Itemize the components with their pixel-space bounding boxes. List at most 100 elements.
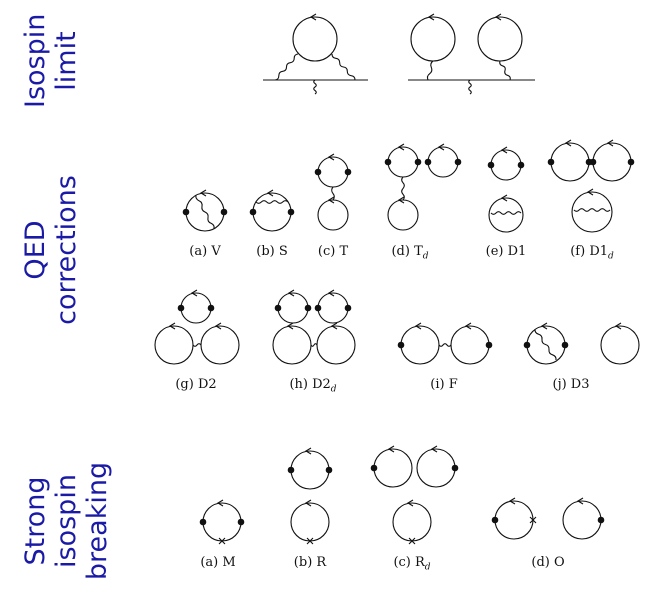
quark-loop	[494, 500, 534, 540]
caption-qed-b: (b) S	[256, 244, 288, 259]
vertex-dot	[561, 341, 569, 349]
caption-text: (c) R	[393, 555, 425, 570]
arrow-icon	[606, 139, 614, 147]
arrow-icon	[406, 499, 414, 507]
section-title-qed-corrections: QED corrections	[20, 150, 82, 350]
vertex-dot	[177, 304, 185, 312]
vertex-dot	[199, 518, 207, 526]
quark-loop	[180, 292, 212, 324]
quark-loop	[252, 192, 292, 232]
arrow-icon	[309, 13, 317, 21]
section-title-line: breaking	[82, 461, 113, 581]
vertex-dot	[523, 341, 531, 349]
arrow-icon	[576, 497, 584, 505]
quark-loop	[317, 199, 349, 231]
caption-strong-c: (c) Rd	[393, 555, 430, 573]
arrow-icon	[464, 322, 472, 330]
section-title-line: QED	[20, 220, 51, 280]
mass-insertion-cross	[218, 537, 226, 545]
vertex-dot	[597, 516, 605, 524]
arrow-icon	[397, 196, 405, 204]
caption-text: (g) D2	[175, 377, 217, 392]
quark-loop	[490, 149, 522, 181]
quark-loop	[290, 502, 330, 542]
caption-qed-h: (h) D2d	[289, 377, 336, 395]
photon-line	[195, 194, 215, 230]
quark-loop	[154, 325, 194, 365]
quark-loop	[392, 502, 432, 542]
photon-line	[438, 343, 452, 347]
caption-qed-i: (i) F	[430, 377, 457, 392]
arrow-icon	[540, 322, 548, 330]
arrow-icon	[327, 196, 335, 204]
caption-text: (b) S	[256, 244, 288, 259]
arrow-icon	[287, 289, 295, 297]
quark-loop	[277, 292, 309, 324]
arrow-icon	[494, 13, 502, 21]
quark-loop	[317, 156, 349, 188]
arrow-icon	[327, 289, 335, 297]
caption-text: (i) F	[430, 377, 458, 392]
vertex-dot	[397, 341, 405, 349]
arrow-icon	[427, 13, 435, 21]
caption-subscript: d	[422, 251, 429, 262]
photon-line	[255, 200, 289, 204]
quark-loop	[427, 146, 459, 178]
caption-text: (h) D2	[289, 377, 331, 392]
arrow-icon	[508, 497, 516, 505]
caption-strong-a: (a) M	[200, 555, 235, 570]
vertex-dot	[182, 208, 190, 216]
arrow-icon	[327, 153, 335, 161]
caption-text: (a) V	[189, 244, 221, 259]
photon-line	[490, 211, 522, 215]
section-title-line: isospin	[51, 474, 82, 568]
photon-line	[310, 343, 318, 347]
arrow-icon	[216, 499, 224, 507]
quark-loop	[410, 16, 456, 62]
vertex-dot	[451, 464, 459, 472]
quark-loop	[387, 199, 419, 231]
arrow-icon	[266, 189, 274, 197]
photon-line	[534, 328, 557, 361]
caption-subscript: d	[330, 384, 337, 395]
vertex-dot	[287, 466, 295, 474]
quark-loop	[571, 191, 613, 233]
arrow-icon	[304, 499, 312, 507]
quark-loop	[317, 292, 349, 324]
vertex-dot	[454, 158, 462, 166]
vertex-dot	[517, 161, 525, 169]
arrow-icon	[286, 322, 294, 330]
caption-text: (c) T	[317, 244, 349, 259]
vertex-dot	[314, 304, 322, 312]
caption-text: (e) D1	[485, 244, 527, 259]
arrow-icon	[168, 322, 176, 330]
caption-subscript: d	[608, 251, 614, 262]
vertex-dot	[344, 304, 352, 312]
vertex-dot	[287, 208, 295, 216]
quark-loop	[272, 325, 312, 365]
photon-line	[331, 186, 335, 201]
vertex-dot	[304, 304, 312, 312]
photon-line	[426, 60, 434, 81]
arrow-icon	[330, 322, 338, 330]
quark-loop	[202, 502, 242, 542]
quark-loop	[562, 500, 602, 540]
section-title-line: Isospin	[20, 13, 51, 108]
quark-loop	[477, 16, 523, 62]
caption-text: (a) M	[200, 555, 236, 570]
quark-loop	[592, 142, 632, 182]
caption-qed-j: (j) D3	[552, 377, 589, 392]
arrow-icon	[500, 146, 508, 154]
quark-loop	[290, 450, 330, 490]
arrow-icon	[190, 289, 198, 297]
caption-qed-c: (c) T	[318, 244, 348, 259]
caption-strong-b: (b) R	[294, 555, 326, 570]
vertex-dot	[207, 304, 215, 312]
arrow-icon	[397, 143, 405, 151]
caption-qed-g: (g) D2	[175, 377, 216, 392]
arrow-icon	[564, 139, 572, 147]
quark-loop	[416, 448, 456, 488]
quark-loop	[200, 325, 240, 365]
section-title-line: Strong	[20, 476, 51, 566]
caption-qed-d: (d) Td	[391, 244, 428, 262]
